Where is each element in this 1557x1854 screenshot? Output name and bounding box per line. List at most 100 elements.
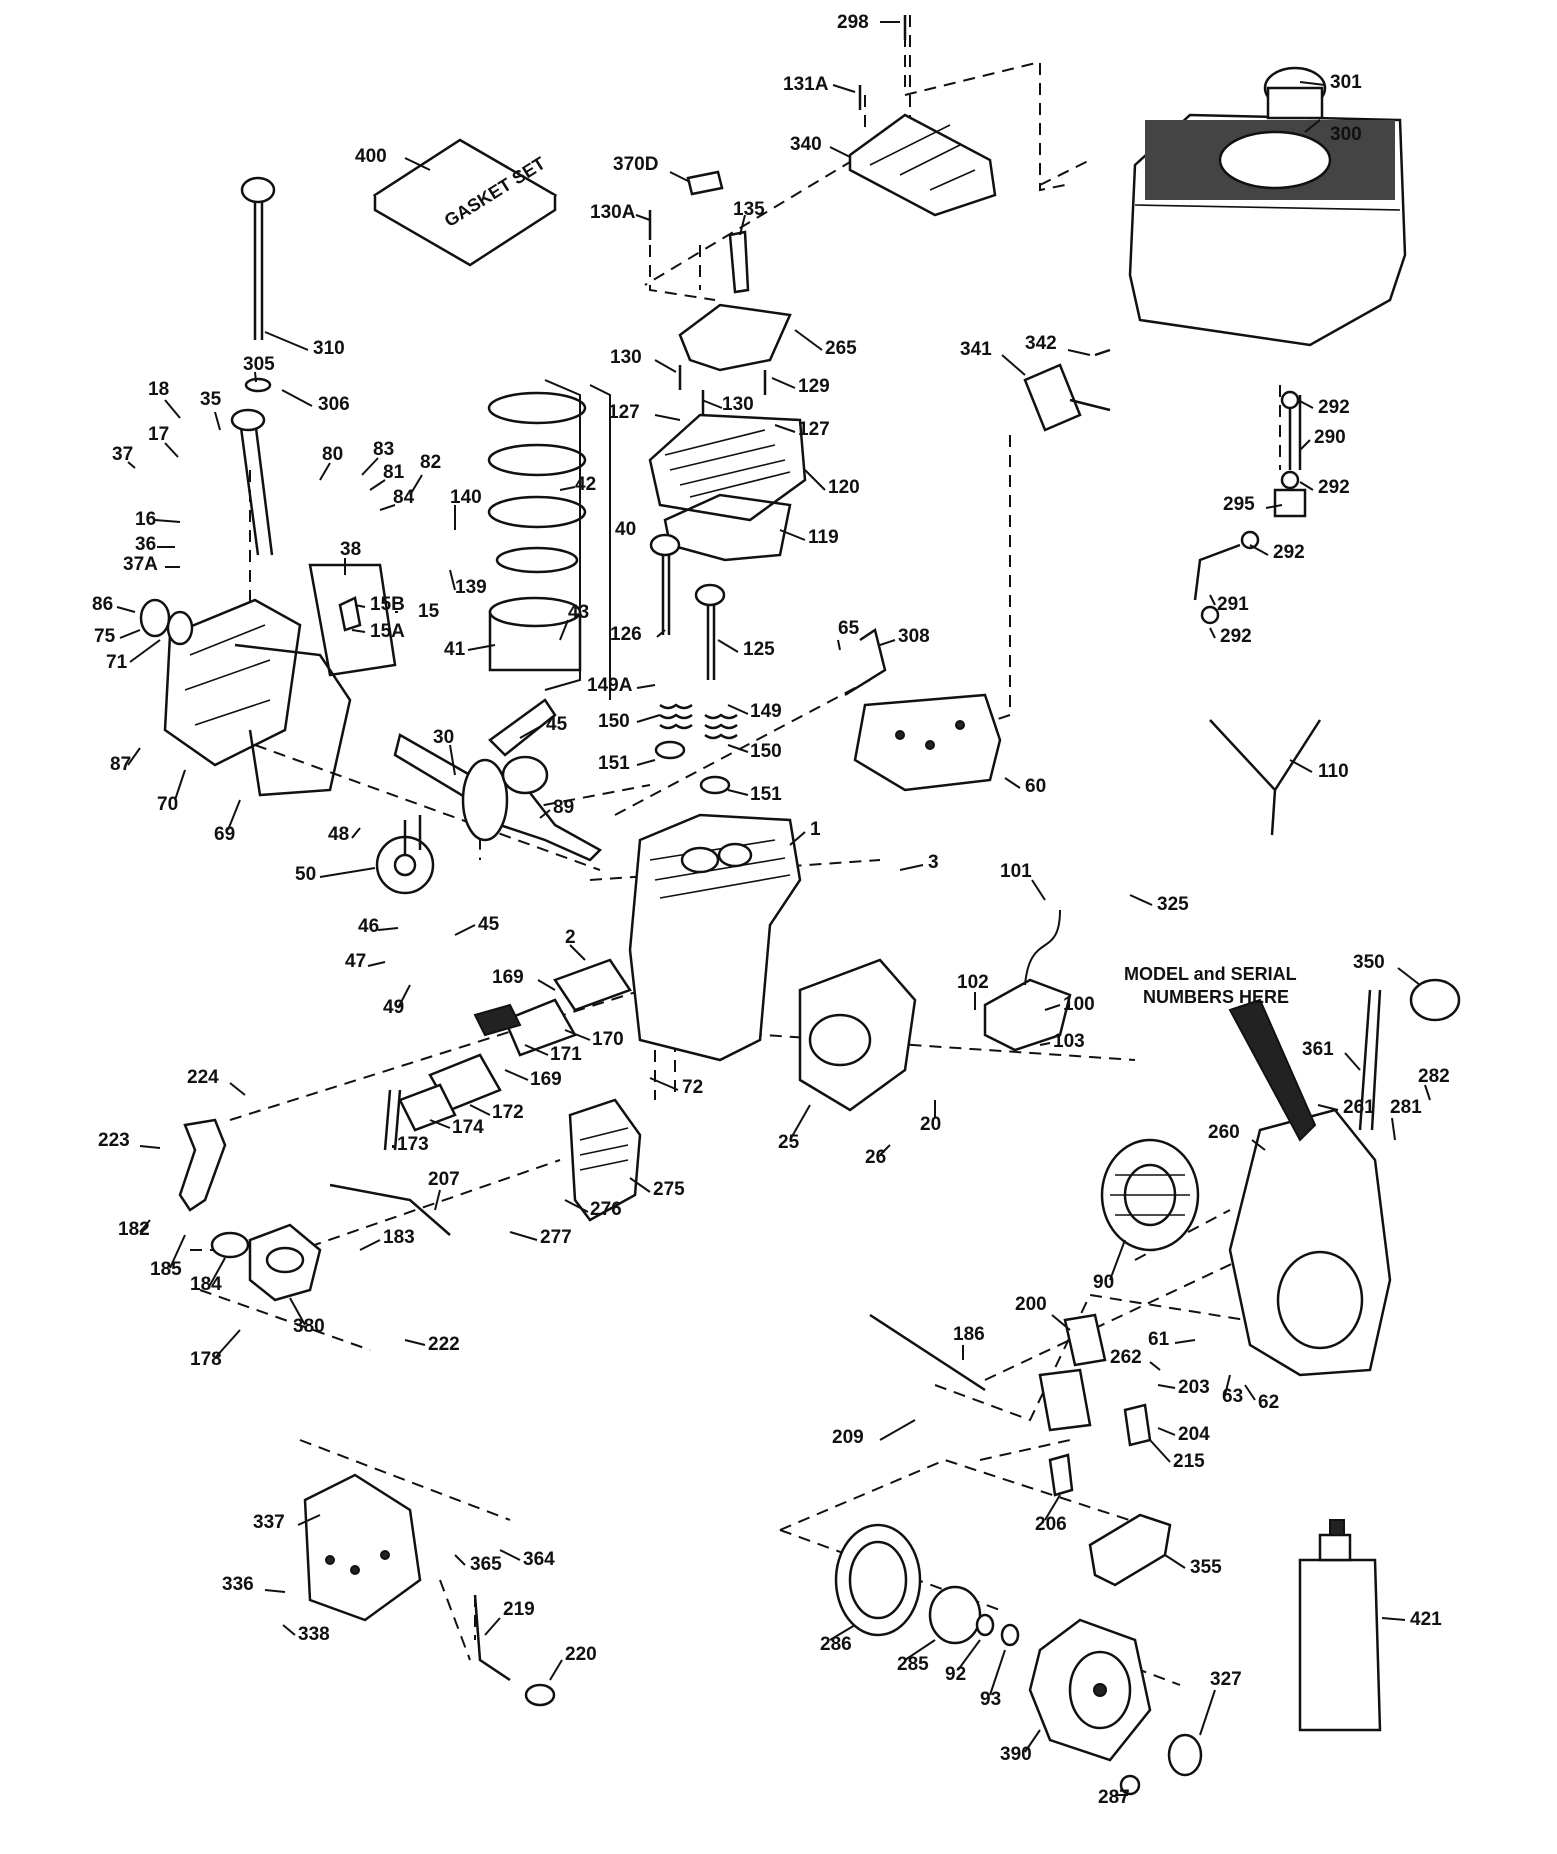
part-callout-287: 287 (1098, 1787, 1130, 1808)
leader-line-290 (1299, 439, 1311, 451)
part-callout-204: 204 (1178, 1424, 1210, 1445)
part-callout-276: 276 (590, 1199, 622, 1220)
part-callout-350: 350 (1353, 952, 1385, 973)
part-callout-60: 60 (1025, 776, 1046, 797)
model-serial-note: MODEL and SERIAL NUMBERS HERE (1124, 964, 1297, 1007)
part-callout-306: 306 (318, 394, 350, 415)
part-callout-292-d: 292 (1220, 626, 1252, 647)
leader-line-127-left (654, 414, 681, 421)
part-callout-62: 62 (1258, 1392, 1279, 1413)
part-callout-101: 101 (1000, 861, 1032, 882)
leader-line-300 (1304, 119, 1321, 133)
leader-line-220 (549, 1659, 563, 1681)
leader-line-275 (629, 1177, 651, 1193)
leader-line-178 (214, 1329, 241, 1359)
part-callout-150-left: 150 (598, 711, 630, 732)
leader-line-71 (129, 639, 161, 663)
part-callout-149a: 149A (587, 675, 633, 696)
part-callout-103: 103 (1053, 1031, 1085, 1052)
part-callout-172: 172 (492, 1102, 524, 1123)
leader-line-364 (499, 1549, 521, 1561)
part-callout-308: 308 (898, 626, 930, 647)
part-callout-327: 327 (1210, 1669, 1242, 1690)
part-callout-338: 338 (298, 1624, 330, 1645)
leader-line-90 (1109, 1239, 1126, 1281)
part-callout-281: 281 (1390, 1097, 1422, 1118)
part-callout-26: 26 (865, 1147, 886, 1168)
part-callout-421: 421 (1410, 1609, 1442, 1630)
part-callout-209: 209 (832, 1427, 864, 1448)
part-callout-151-left: 151 (598, 753, 630, 774)
leader-line-18 (164, 399, 181, 419)
leader-line-69 (227, 799, 241, 831)
leader-line-204 (1157, 1427, 1176, 1436)
leader-line-285 (904, 1639, 936, 1661)
leader-line-125 (717, 639, 739, 653)
part-callout-337: 337 (253, 1512, 285, 1533)
leader-line-277 (509, 1231, 538, 1241)
part-callout-224: 224 (187, 1067, 219, 1088)
part-callout-1: 1 (810, 819, 821, 840)
part-callout-291: 291 (1217, 594, 1249, 615)
leader-line-86 (116, 606, 136, 613)
leader-line-292-b (1299, 481, 1314, 491)
part-callout-65: 65 (838, 618, 860, 639)
part-callout-37: 37 (112, 444, 133, 465)
part-callout-186: 186 (953, 1324, 985, 1345)
leader-line-260 (1251, 1139, 1266, 1151)
part-callout-292-c: 292 (1273, 542, 1305, 563)
leader-line-206 (1044, 1494, 1061, 1521)
leader-line-171 (524, 1044, 549, 1056)
leader-line-45-low (454, 924, 476, 936)
part-shapes: GASKET SET (139, 15, 1461, 1796)
leader-line-129 (771, 377, 796, 389)
leader-line-341 (1001, 354, 1026, 376)
part-callout-89: 89 (553, 797, 574, 818)
leader-line-365 (454, 1554, 466, 1566)
model-note-line1: MODEL and SERIAL (1124, 964, 1297, 984)
part-callout-184: 184 (190, 1274, 222, 1295)
leader-line-207 (434, 1189, 441, 1211)
part-callout-222: 222 (428, 1334, 460, 1355)
leader-line-174 (429, 1119, 451, 1129)
leader-line-30 (449, 744, 456, 776)
part-callout-292-a: 292 (1318, 397, 1350, 418)
part-callout-140: 140 (450, 487, 482, 508)
leader-line-149a (636, 684, 656, 689)
part-callout-93: 93 (980, 1689, 1001, 1710)
part-callout-135: 135 (733, 199, 765, 220)
part-callout-285: 285 (897, 1654, 929, 1675)
leader-line-119 (779, 529, 806, 541)
part-callout-69: 69 (214, 824, 235, 845)
part-callout-41: 41 (444, 639, 466, 660)
part-callout-178: 178 (190, 1349, 222, 1370)
part-callout-87: 87 (110, 754, 131, 775)
leader-line-150-left (636, 714, 661, 723)
leader-line-149 (727, 704, 749, 715)
part-callout-35: 35 (200, 389, 222, 410)
part-callout-42: 42 (575, 474, 596, 495)
part-callout-43: 43 (568, 602, 589, 623)
part-callout-207: 207 (428, 1169, 460, 1190)
leader-line-200 (1051, 1314, 1071, 1331)
part-callout-17: 17 (148, 424, 169, 445)
leader-line-72 (649, 1077, 679, 1091)
part-callout-61: 61 (1148, 1329, 1170, 1350)
part-callout-36: 36 (135, 534, 156, 555)
part-callout-47: 47 (345, 951, 366, 972)
leader-line-400 (404, 157, 431, 171)
part-callout-342: 342 (1025, 333, 1057, 354)
part-callout-170: 170 (592, 1029, 624, 1050)
part-callout-150-right: 150 (750, 741, 782, 762)
part-callout-127-left: 127 (608, 402, 640, 423)
part-callout-173: 173 (397, 1134, 429, 1155)
leader-line-355 (1164, 1554, 1186, 1569)
part-callout-50: 50 (295, 864, 316, 885)
leader-line-291 (1209, 594, 1216, 606)
part-callout-102: 102 (957, 972, 989, 993)
part-callout-16: 16 (135, 509, 156, 530)
part-callout-127-right: 127 (798, 419, 830, 440)
leader-line-325 (1129, 894, 1153, 906)
part-callout-110: 110 (1318, 761, 1349, 782)
